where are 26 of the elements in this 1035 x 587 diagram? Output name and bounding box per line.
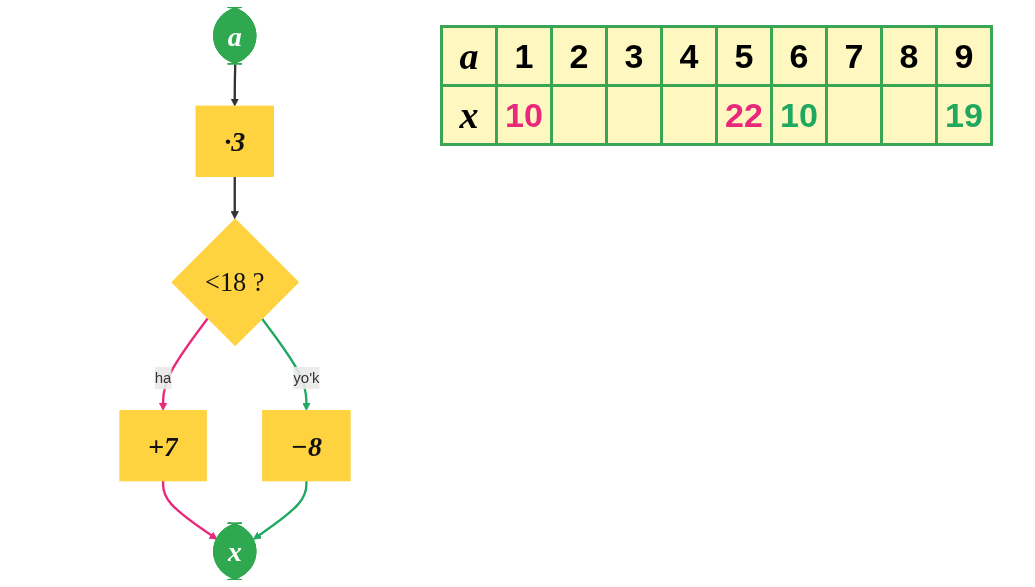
arrow (158, 317, 209, 411)
table-cell: 3 (606, 26, 662, 86)
arrow (230, 176, 239, 220)
row-header-cell: x (441, 85, 497, 145)
table-cell: 5 (716, 26, 772, 86)
table-cell: 8 (881, 26, 937, 86)
table-cell: 10 (496, 85, 552, 145)
table-cell: 1 (496, 26, 552, 86)
node-box: ·3 (195, 105, 274, 177)
row-header-cell: a (441, 26, 497, 86)
table-cell: 6 (771, 26, 827, 86)
edge-label: ha (154, 369, 172, 386)
node-diamond: <18 ? (171, 218, 300, 347)
table-cell: 10 (771, 85, 827, 145)
table-cell: 9 (936, 26, 992, 86)
table-cell: 2 (551, 26, 607, 86)
arrow (230, 64, 239, 107)
table-cell: 7 (826, 26, 882, 86)
table-cell: 19 (936, 85, 992, 145)
node-box: −8 (262, 410, 351, 482)
table-cell: 22 (716, 85, 772, 145)
edge-label: yo'k (293, 369, 320, 386)
arrow (161, 480, 218, 540)
table-cell: 4 (661, 26, 717, 86)
node-box: +7 (119, 410, 207, 482)
arrow (253, 480, 308, 540)
